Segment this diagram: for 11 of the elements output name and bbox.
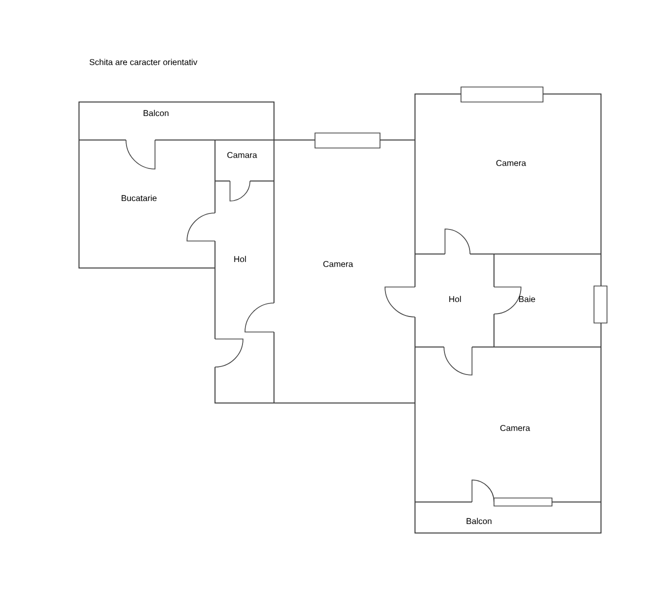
room-label: Camera xyxy=(500,425,530,431)
room-label: Hol xyxy=(234,256,246,262)
room-label: Baie xyxy=(519,296,536,302)
room-label: Camara xyxy=(227,152,258,158)
room-label: Camera xyxy=(496,160,526,166)
room-label: Bucatarie xyxy=(122,194,157,202)
note-text: Schita are caracter orientativ xyxy=(90,58,198,66)
room-label: Hol xyxy=(449,296,461,302)
room-label: Camera xyxy=(323,261,354,267)
room-label: Balcon xyxy=(466,518,492,524)
room-label: Balcon xyxy=(144,110,168,116)
